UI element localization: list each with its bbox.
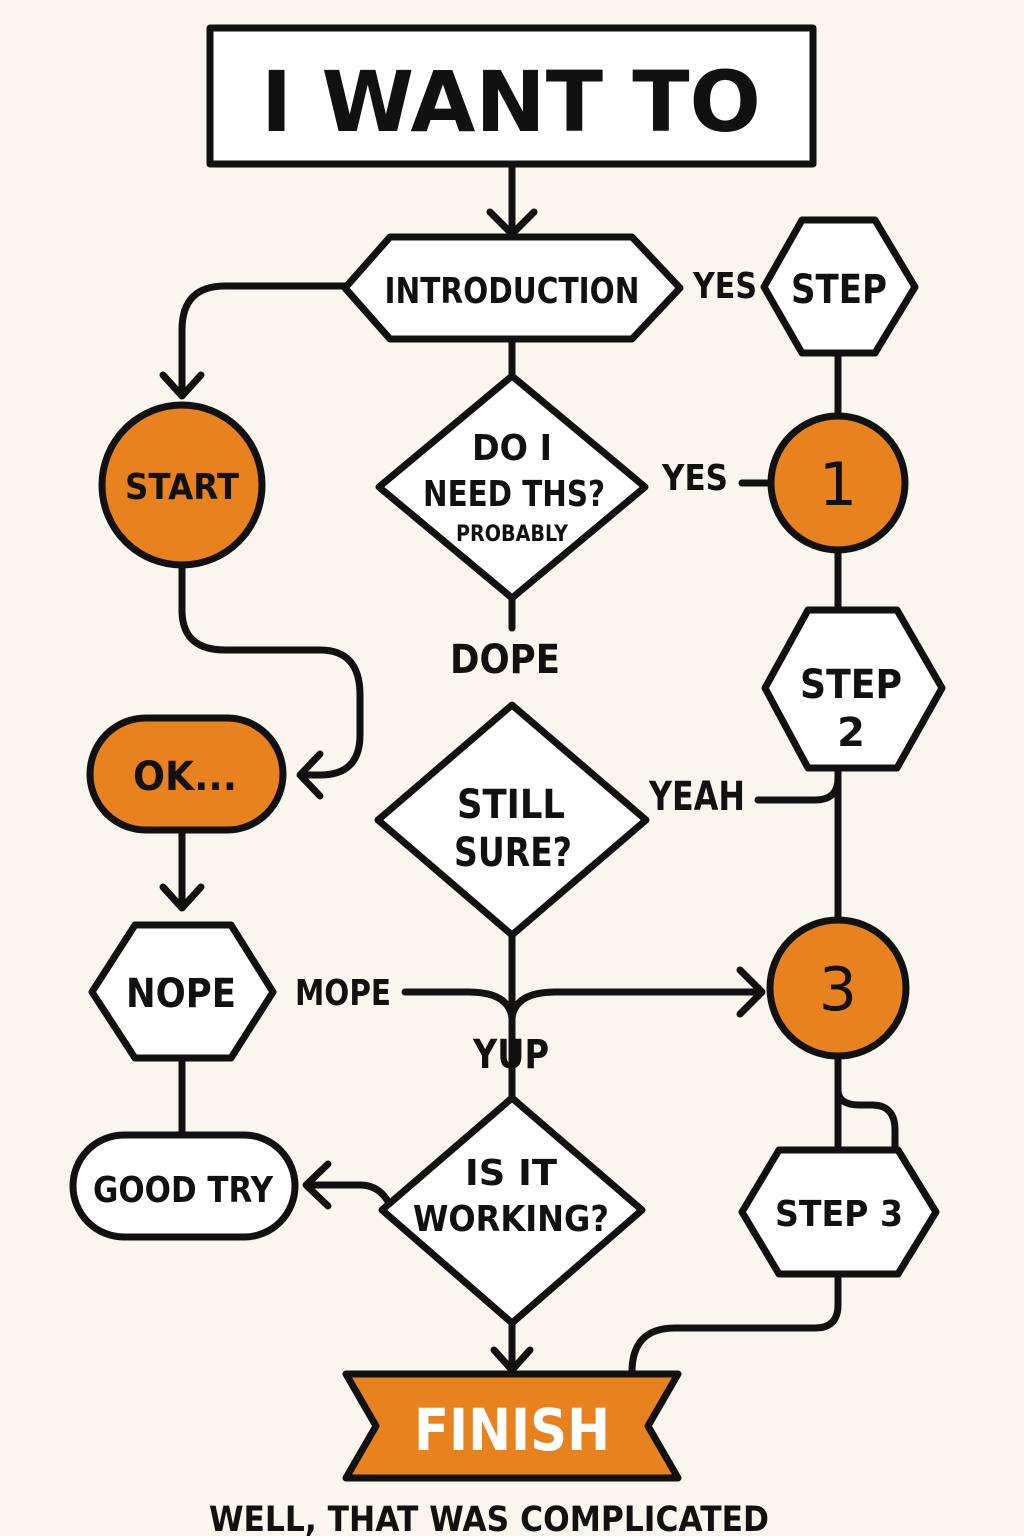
step-3-circle — [766, 916, 910, 1060]
edge-yeah-to-spine — [754, 774, 842, 804]
arrow-head — [490, 1346, 534, 1374]
nope-label: NOPE — [126, 971, 236, 1017]
edge-loop-to-step-3 — [834, 1086, 899, 1164]
step-top-node — [760, 216, 919, 357]
need-this-decision — [375, 372, 649, 602]
step-1-circle — [767, 412, 909, 554]
edge-label-yes-mid: YES — [661, 458, 728, 499]
edge-start-to-ok — [178, 561, 364, 779]
introduction-label: INTRODUCTION — [385, 271, 640, 312]
introduction-node — [341, 233, 684, 343]
is-it-working-label-line1: IS IT — [465, 1153, 557, 1194]
title: I WANT TO — [261, 53, 761, 151]
edge-mope-branch — [401, 988, 764, 1022]
title-box — [206, 24, 817, 168]
need-this-label-line1: DO I — [472, 428, 552, 469]
step-3-node — [738, 1146, 940, 1278]
edge-step-3-to-finish — [628, 1268, 842, 1376]
step-3-number: 3 — [819, 955, 857, 1025]
step-top-label: STEP — [791, 267, 887, 313]
still-sure-label-line2: SURE? — [454, 830, 572, 876]
arrow-head — [296, 750, 324, 800]
start-node — [98, 401, 266, 569]
ok-label: OK... — [133, 754, 237, 800]
good-try-node — [69, 1131, 299, 1241]
ok-node — [86, 714, 287, 834]
connectors — [159, 161, 899, 1376]
edge-introduction-to-start — [178, 282, 349, 396]
finish-label: FINISH — [414, 1396, 610, 1464]
need-this-label-line2: NEED THS? — [423, 474, 605, 515]
arrow-head — [159, 371, 205, 400]
edge-label-yes-top: YES — [692, 266, 757, 307]
step-2-label-line1: STEP — [800, 662, 902, 708]
finish-banner — [342, 1370, 682, 1482]
step-3-label: STEP 3 — [775, 1194, 903, 1235]
still-sure-decision — [374, 701, 650, 939]
step-1-number: 1 — [819, 450, 857, 520]
is-it-working-label-line2: WORKING? — [413, 1199, 609, 1240]
arrow-head — [302, 1160, 332, 1210]
is-it-working-decision — [378, 1094, 646, 1327]
edge-label-dope: DOPE — [450, 637, 560, 683]
arrow-head — [159, 883, 205, 912]
still-sure-label-line1: STILL — [457, 782, 565, 828]
step-2-label-line2: 2 — [837, 710, 865, 756]
good-try-label: GOOD TRY — [93, 1170, 274, 1211]
arrow-head — [736, 966, 766, 1018]
footer-caption: WELL, THAT WAS COMPLICATED — [209, 1500, 769, 1536]
need-this-label-line3: PROBABLY — [456, 522, 569, 547]
edge-label-yeah: YEAH — [648, 774, 745, 820]
nope-node — [88, 921, 277, 1062]
step-2-node — [761, 606, 946, 772]
start-label: START — [125, 467, 239, 508]
edge-label-yup: YUP — [472, 1032, 549, 1078]
edge-label-mope: MOPE — [295, 973, 391, 1014]
